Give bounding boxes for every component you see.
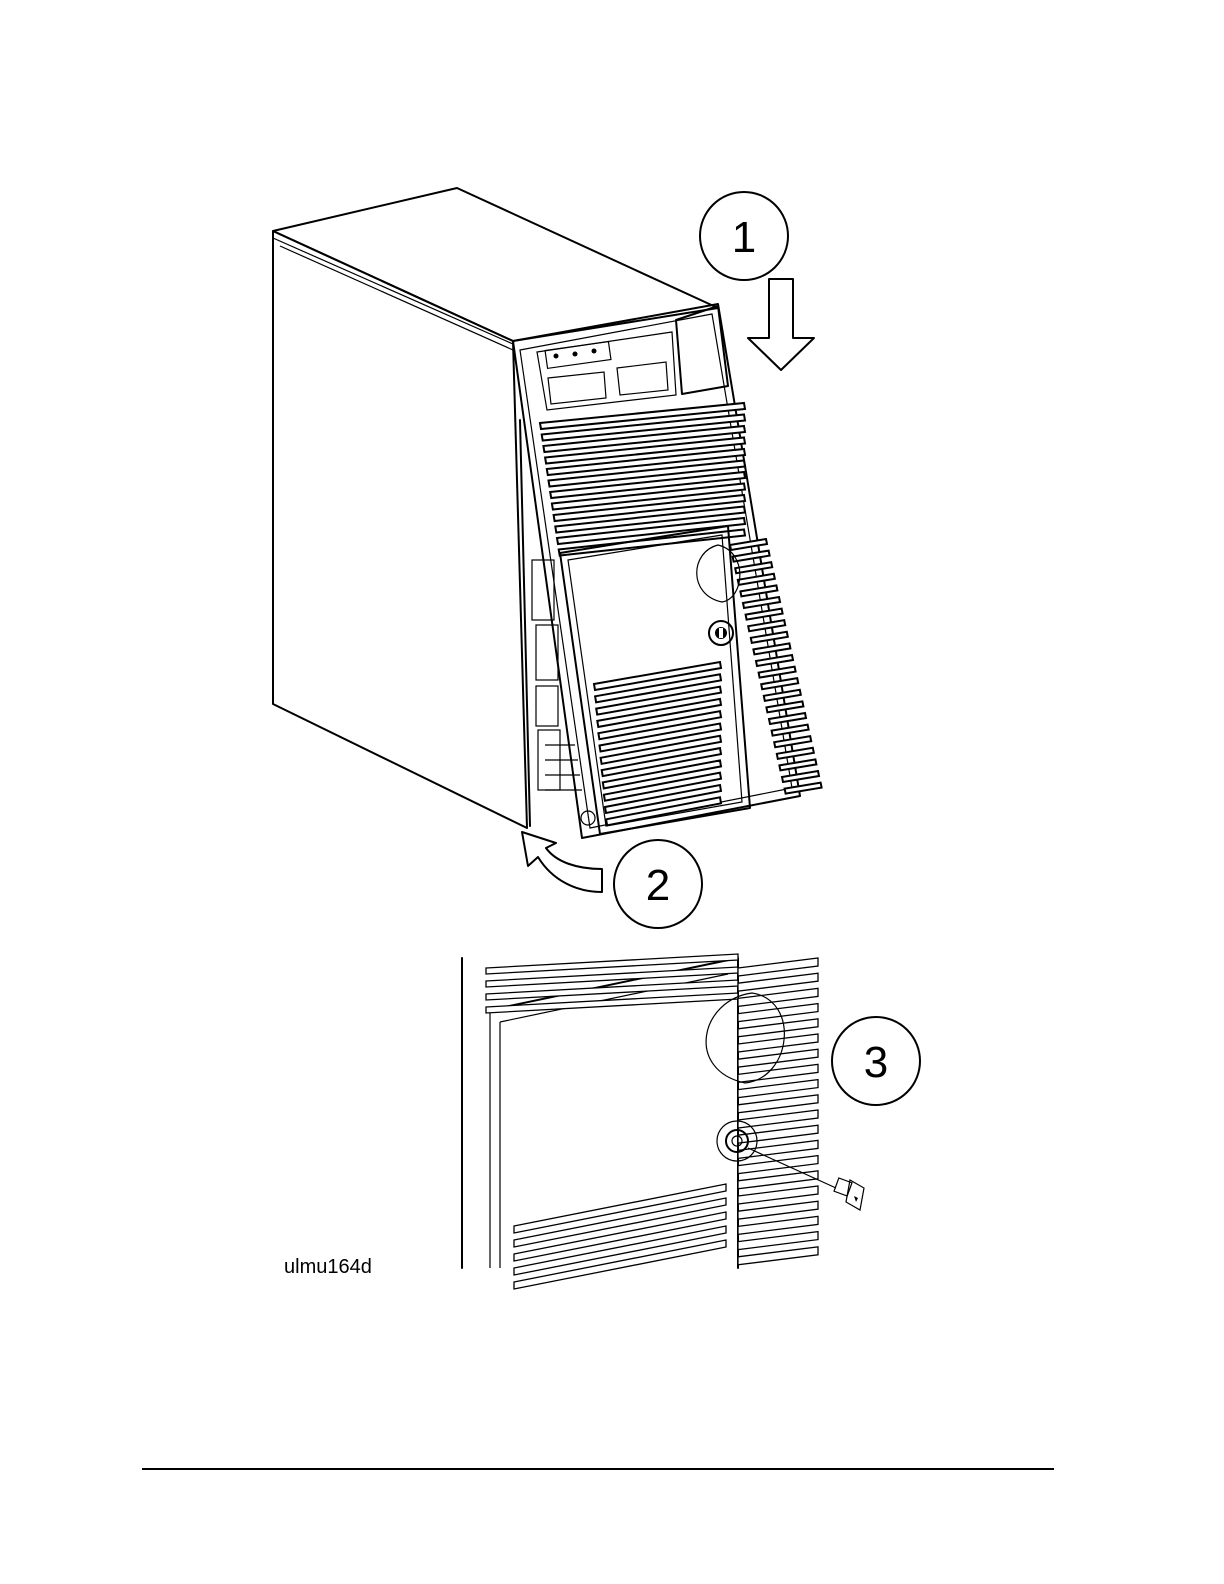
detail-vent-slat [738,1247,818,1265]
detail-vent-slat [738,1034,818,1052]
vent-slat [748,620,785,631]
vent-slat [782,771,819,782]
figure-id-label: ulmu164d [284,1256,372,1278]
step-2-callout: 2 [522,832,702,928]
detail-vent-slat [738,1232,818,1250]
detail-vent-slat [738,973,818,991]
lock-detail-illustration [462,954,864,1289]
down-arrow-icon [748,279,814,370]
front-bezel [513,304,822,838]
detail-vent-slat [738,1095,818,1113]
detail-vent-slat [738,1186,818,1204]
tower-illustration [273,188,822,838]
detail-vent-slat [738,1156,818,1174]
step-3-number: 3 [864,1038,888,1087]
vent-slat [785,783,822,794]
exposed-drive-bays [532,560,595,825]
vent-slat [779,759,816,770]
vent-slat [774,736,811,747]
detail-vent-slat [738,1049,818,1067]
detail-vent-slat [738,1004,818,1022]
detail-vent-slat [738,1125,818,1143]
curved-arrow-icon [522,832,602,892]
detail-vent-slat [738,988,818,1006]
step-3-callout: 3 [832,1017,920,1105]
vent-slat [733,551,770,562]
key-icon [834,1178,864,1210]
detail-vent-slat [738,1064,818,1082]
vent-slat [751,632,788,643]
detail-vent-slat [738,1019,818,1037]
vent-slat [753,643,790,654]
vent-slat [777,748,814,759]
vent-slat [746,609,783,620]
step-2-number: 2 [646,861,670,910]
vent-slat [730,539,767,550]
detail-vent-slat [738,1201,818,1219]
vent-slat [759,667,796,678]
detail-vent-slat [738,958,818,976]
detail-vent-slat [738,1216,818,1234]
bezel-vent-slats [540,403,745,556]
detail-vent-slat [738,1171,818,1189]
step-1-number: 1 [732,213,756,262]
vent-slat [756,655,793,666]
